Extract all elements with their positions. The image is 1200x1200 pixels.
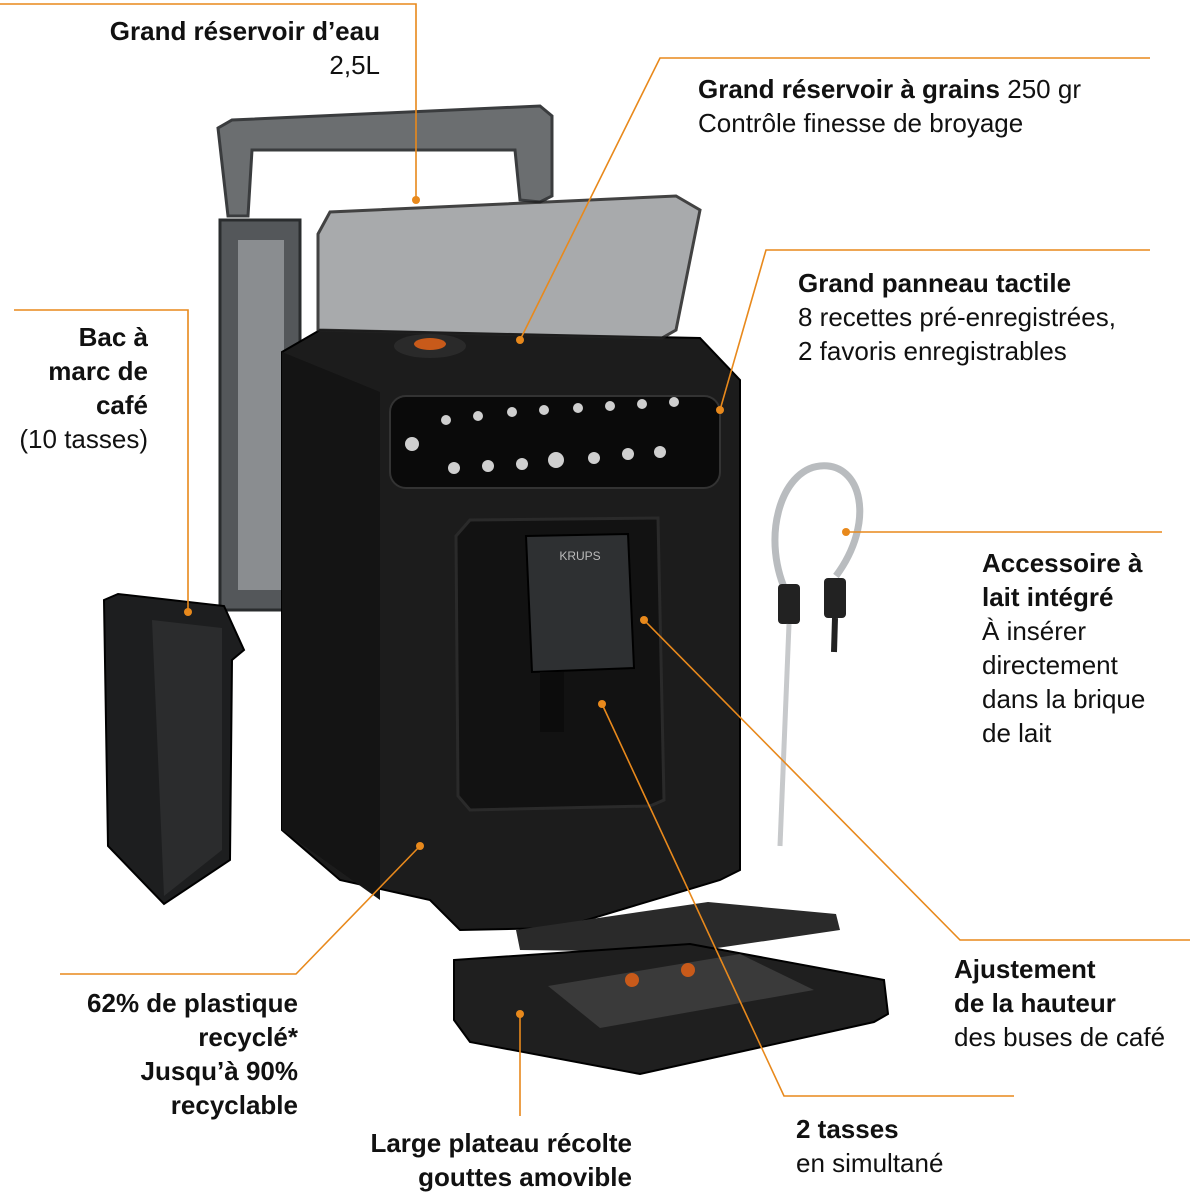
callout-bean-tank: Grand réservoir à grains 250 gr Contrôle… <box>698 74 1081 138</box>
callout-grounds-bin: Bac à marc de café (10 tasses) <box>19 322 148 454</box>
brand-logo: KRUPS <box>559 549 600 563</box>
callout-drip-tray: Large plateau récolte gouttes amovible <box>370 1128 632 1192</box>
callout-height-adjust: Ajustement de la hauteur des buses de ca… <box>954 954 1166 1052</box>
callout-milk-accessory: Accessoire à lait intégré À insérer dire… <box>982 548 1146 748</box>
milk-accessory <box>771 462 864 847</box>
drip-tray <box>453 902 890 1076</box>
callout-recycled: 62% de plastique recyclé* Jusqu’à 90% re… <box>87 988 298 1120</box>
leader-lines <box>0 3 1190 1116</box>
machine-body: KRUPS <box>281 194 741 932</box>
coffee-grounds-bin <box>102 592 246 906</box>
callout-two-cups: 2 tasses en simultané <box>796 1114 944 1178</box>
callout-water-tank: Grand réservoir d’eau 2,5L <box>109 16 380 80</box>
callout-touch-panel: Grand panneau tactile 8 recettes pré-enr… <box>798 268 1116 366</box>
